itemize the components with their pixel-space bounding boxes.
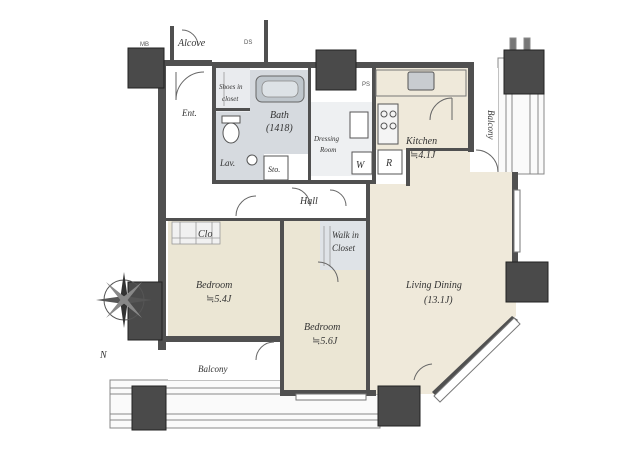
- balcony-right-label: Balcony: [486, 110, 496, 140]
- balcony-bottom-floor: [168, 344, 280, 380]
- walkin-label-1: Walk in: [332, 230, 359, 240]
- toilet-icon: [221, 115, 241, 144]
- shoes-closet-floor: [216, 68, 250, 112]
- north-label: N: [99, 350, 108, 361]
- washer-label: W: [356, 160, 366, 171]
- walkin-label-2: Closet: [332, 243, 356, 253]
- ps-label: PS: [362, 82, 370, 88]
- pillars: [127, 47, 549, 431]
- living-floor: [370, 150, 516, 394]
- door-swing-icon: [175, 29, 499, 381]
- entrance-label: Ent.: [181, 108, 197, 118]
- ds-label: DS: [244, 40, 252, 46]
- dressing-label-1: Dressing: [313, 135, 340, 143]
- storage-label: Sto.: [268, 165, 280, 174]
- bedroom-2-label: Bedroom: [304, 322, 340, 333]
- closet-hatching: [171, 72, 331, 266]
- bedroom-1-size-label: ≒5.4J: [206, 294, 232, 305]
- fridge-label: R: [385, 158, 392, 169]
- bath-size-label: (1418): [266, 123, 293, 134]
- lav-floor: [216, 112, 264, 182]
- bath-label: Bath: [270, 110, 289, 121]
- kitchen-label: Kitchen: [405, 136, 437, 147]
- hall-label: Hall: [299, 196, 318, 207]
- bathtub-icon: [255, 75, 305, 103]
- walkin-closet-floor: [320, 220, 368, 270]
- living-dining-size-label: (13.1J): [424, 295, 453, 306]
- living-dining-label: Living Dining: [405, 280, 462, 291]
- balcony-right-floor: [470, 68, 498, 172]
- floors: [162, 60, 516, 394]
- shoes-closet-label-1: Shoes in: [219, 83, 243, 91]
- closet-label: Clo: [198, 229, 212, 240]
- kitchen-size-label: ≒4.1J: [410, 150, 436, 161]
- bedroom-1-label: Bedroom: [196, 280, 232, 291]
- shoes-closet-label-2: closet: [222, 95, 239, 103]
- kitchen-counter: [375, 69, 467, 97]
- balcony-bottom-label: Balcony: [198, 364, 228, 374]
- alcove-label: Alcove: [177, 38, 206, 49]
- windows: [295, 189, 521, 403]
- bedroom-2-size-label: ≒5.6J: [312, 336, 338, 347]
- sink-icon: [246, 71, 435, 166]
- stove-icon: [377, 103, 399, 145]
- dressing-label-2: Room: [319, 146, 336, 154]
- compass-rose-icon: [96, 272, 152, 328]
- washer-fridge-boxes: [263, 149, 403, 181]
- mb-label: MB: [140, 42, 149, 48]
- lav-label: Lav.: [219, 158, 235, 168]
